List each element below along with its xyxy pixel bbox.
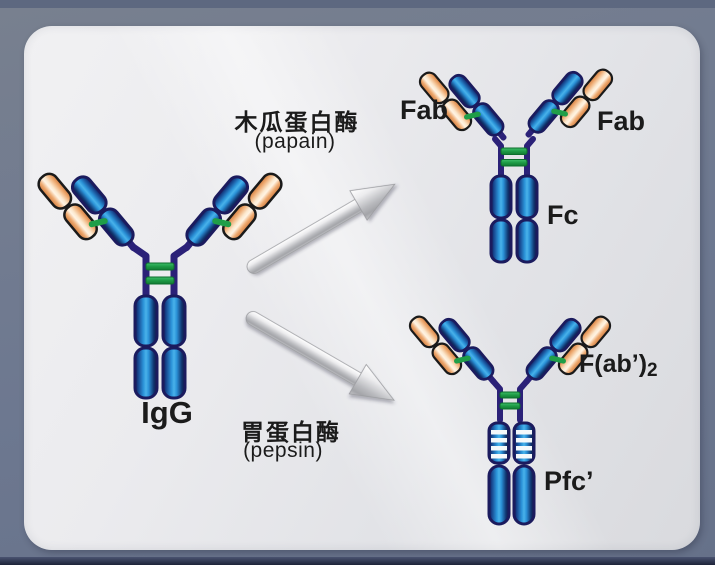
pfc-label: Pfc’ xyxy=(544,466,594,496)
papain-label-en: (papain) xyxy=(254,130,336,153)
fab2-disulfide-bond-1 xyxy=(499,391,521,399)
fab2-disulfide-bond-2 xyxy=(499,402,521,410)
fab-left-label: Fab xyxy=(399,95,448,125)
pepsin-label-en: (pepsin) xyxy=(243,439,323,462)
igg-disulfide-bond-2 xyxy=(145,276,175,285)
papain-arrow-icon xyxy=(246,183,396,274)
fc-label: Fc xyxy=(547,200,579,230)
pfc-fragment xyxy=(487,421,536,526)
fc-disulfide-bond-1 xyxy=(500,147,528,155)
pfc-degradation-stripes xyxy=(491,430,532,459)
igg-disulfide-bond-1 xyxy=(145,262,175,271)
frame-bottom-edge xyxy=(0,557,715,565)
fc-disulfide-bond-2 xyxy=(500,159,528,167)
pepsin-arrow-icon xyxy=(245,311,395,401)
frame-top-edge xyxy=(0,0,715,8)
fc-fragment xyxy=(489,136,539,264)
papain-label-zh: 木瓜蛋白酶 xyxy=(234,109,360,135)
fab2-label-subscript: 2 xyxy=(647,360,658,381)
pepsin-label-zh: 胃蛋白酶 xyxy=(241,419,341,445)
fab2-label: F(ab’)2 xyxy=(579,350,658,381)
igg-label: IgG xyxy=(141,395,193,430)
fab-right-label: Fab xyxy=(596,106,645,136)
fab2-fragment xyxy=(407,300,614,423)
igg-structure xyxy=(35,155,285,400)
